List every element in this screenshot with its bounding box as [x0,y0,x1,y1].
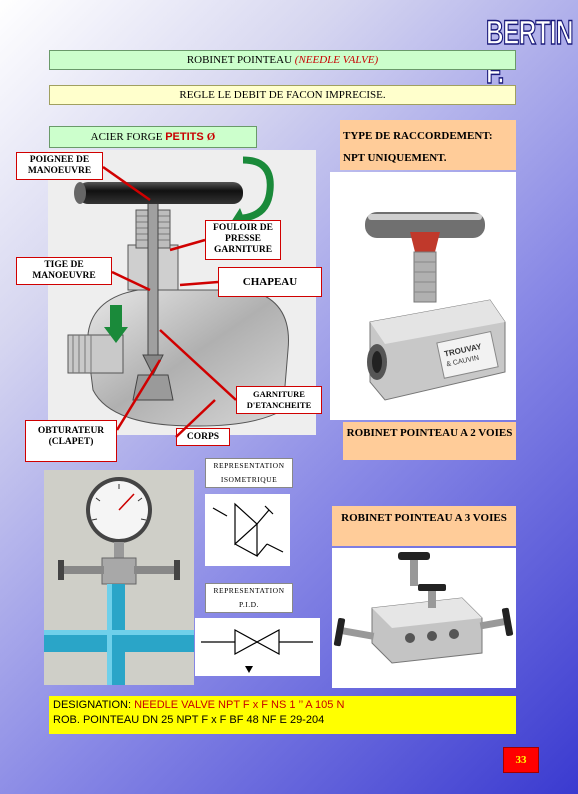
label-handle: POIGNEE DE MANOEUVRE [16,152,103,180]
three-way-valve-photo [332,548,516,688]
connection-type-line2: NPT UNIQUEMENT. [343,152,447,164]
two-way-valve-photo: TROUVAY & CAUVIN [330,172,516,420]
bertin-logo: BERTIN F. [485,13,574,92]
label-body-text: CORPS [186,432,220,442]
label-packing-text: GARNITURE D'ETANCHEITE [246,389,312,410]
label-stem-text: TIGE DE MANOEUVRE [32,260,96,281]
three-way-valve-text: ROBINET POINTEAU A 3 VOIES [341,512,507,524]
label-gland-follower-text: FOULOIR DE PRESSE GARNITURE [213,223,273,255]
designation-value: NEEDLE VALVE NPT F x F NS 1 ’’ A 105 N [134,699,345,711]
label-packing: GARNITURE D'ETANCHEITE [236,386,322,414]
connection-type-box: TYPE DE RACCORDEMENT: NPT UNIQUEMENT. [340,120,516,170]
pid-rep-line1: REPRESENTATION [213,586,285,595]
label-bonnet-text: CHAPEAU [242,276,298,288]
forge-petits: PETITS [165,131,207,143]
label-stem: TIGE DE MANOEUVRE [16,257,112,285]
two-way-valve-text: ROBINET POINTEAU A 2 VOIES [346,427,513,439]
forge-label: ACIER FORGE PETITS Ø [49,126,257,148]
label-plug-text: OBTURATEUR (CLAPET) [37,426,105,447]
designation-label: DESIGNATION: [53,699,135,711]
isometric-symbol [205,494,290,566]
pid-symbol [195,618,320,676]
page-number-badge: 33 [503,747,539,773]
page-number: 33 [515,754,527,766]
label-gland-follower: FOULOIR DE PRESSE GARNITURE [205,220,281,260]
connection-type-line1: TYPE DE RACCORDEMENT: [343,130,493,142]
pid-rep-line2: P.I.D. [239,600,259,609]
manifold-gauge-photo [44,470,194,685]
designation-line1: DESIGNATION: NEEDLE VALVE NPT F x F NS 1… [53,698,512,713]
diameter-symbol: Ø [206,131,216,143]
label-plug: OBTURATEUR (CLAPET) [25,420,117,462]
designation-line2: ROB. POINTEAU DN 25 NPT F x F BF 48 NF E… [53,714,325,726]
page-title: ROBINET POINTEAU (NEEDLE VALVE) [49,50,516,70]
label-handle-text: POIGNEE DE MANOEUVRE [27,155,92,176]
subtitle-text: REGLE LE DEBIT DE FACON IMPRECISE. [179,89,386,101]
label-bonnet: CHAPEAU [218,267,322,297]
three-way-valve-label: ROBINET POINTEAU A 3 VOIES [332,506,516,546]
pid-representation-label: REPRESENTATION P.I.D. [205,583,293,613]
isometric-representation-label: REPRESENTATION ISOMETRIQUE [205,458,293,488]
designation-box: DESIGNATION: NEEDLE VALVE NPT F x F NS 1… [49,696,516,734]
forge-text: ACIER FORGE [90,131,166,143]
title-main: ROBINET POINTEAU [186,54,295,66]
title-english: (NEEDLE VALVE) [294,54,379,66]
two-way-valve-label: ROBINET POINTEAU A 2 VOIES [343,422,516,460]
isometric-rep-line2: ISOMETRIQUE [220,475,278,484]
isometric-rep-line1: REPRESENTATION [213,461,285,470]
page-subtitle: REGLE LE DEBIT DE FACON IMPRECISE. [49,85,516,105]
